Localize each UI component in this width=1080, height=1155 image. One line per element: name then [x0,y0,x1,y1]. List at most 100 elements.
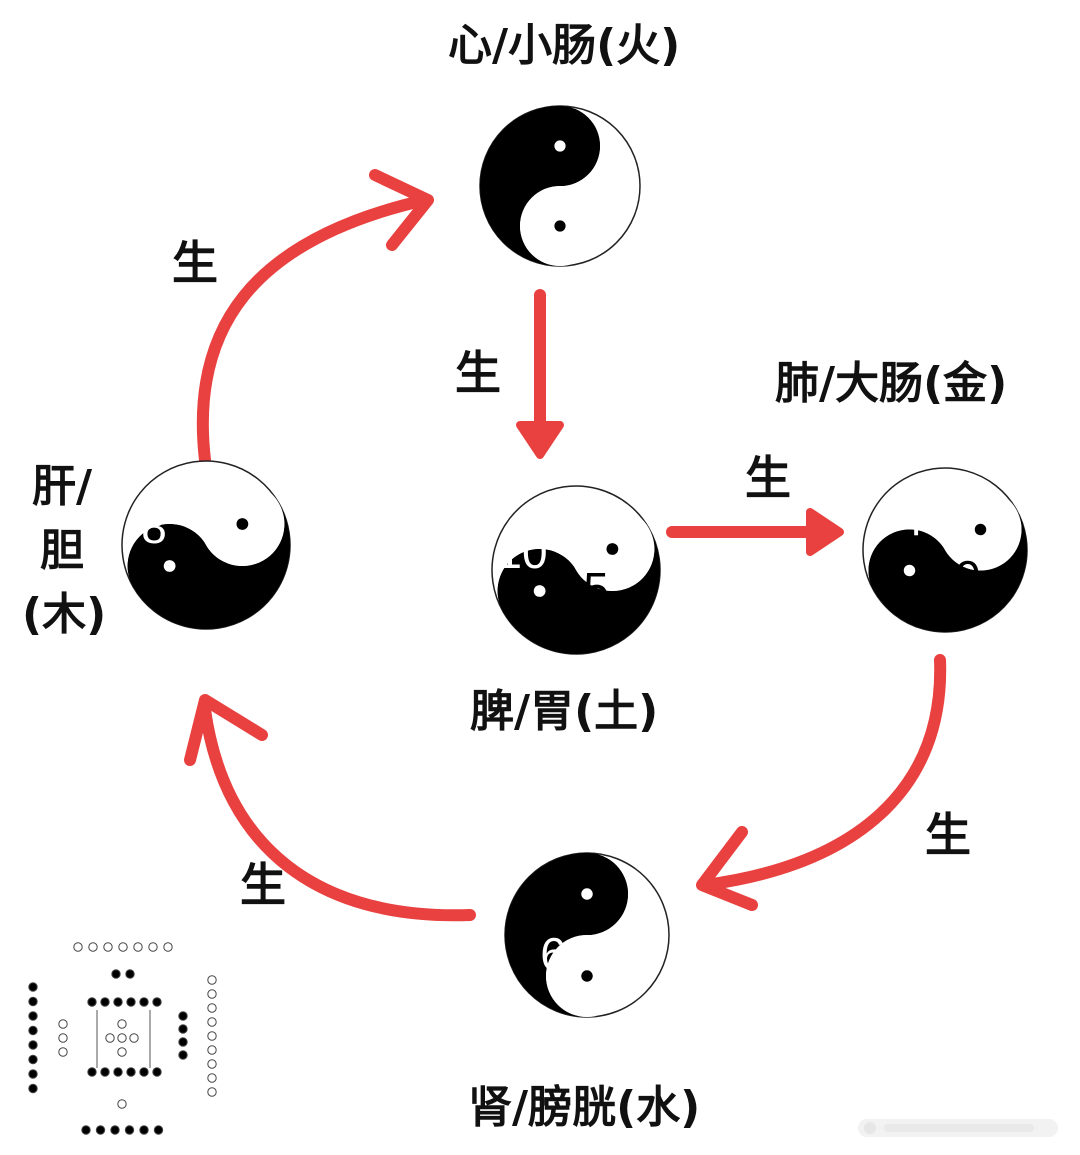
water-yang-number: 1 [588,870,614,922]
metal-taiji-yin-yang-icon [862,467,1028,633]
taiji-yin-eye [606,543,619,555]
hetu-five-dot [129,1033,139,1043]
hetu-ten-dot-bottom [139,1067,149,1077]
hetu-seven-dot [133,942,143,952]
hetu-eight-dot [28,996,38,1007]
water-yin-number: 6 [540,928,566,980]
hetu-ten-dot-bottom [126,1067,136,1077]
hetu-ten-dot-top [100,997,110,1007]
weibo-watermark [858,1119,1058,1137]
hetu-six-dot [139,1125,149,1135]
hetu-eight-dot [28,982,38,992]
hetu-five-dot [117,1047,127,1057]
earth-taiji-yin-yang-icon [491,485,661,655]
hetu-six-dot [153,1125,164,1135]
hetu-six-dot [110,1125,120,1135]
hetu-ten-dot-top [87,997,97,1007]
hetu-eight-dot [28,1083,38,1094]
hetu-two-dot [111,969,121,979]
wood-organ-label-line-2: 胆 [40,524,84,576]
hetu-ten-dot-top [113,997,123,1007]
arrowhead-earth-to-metal [806,508,844,556]
fire-taiji-yin-yang-icon [479,105,641,267]
fire-yang-number: 7 [569,134,595,186]
hetu-seven-dot [163,942,173,952]
hetu-four-dot [178,1037,188,1047]
taiji-yang-eye [163,560,176,572]
hetu-seven-dot [88,942,98,952]
hetu-five-dot [105,1033,115,1043]
arrowhead-water-to-wood [184,694,268,766]
fire-to-earth-relation-label: 生 [455,346,501,400]
hetu-eight-dot [28,1040,38,1050]
hetu-ten-dot-bottom [87,1067,97,1077]
fire-yin-number: 2 [527,188,553,240]
hetu-three-dot [58,1047,68,1057]
hetu-ten-dot-bottom [100,1067,110,1077]
he-tu-dot-diagram-icon [28,942,217,1135]
hetu-one-dot [117,1099,127,1109]
hetu-four-dot [178,1011,188,1021]
taiji-yin-eye [581,970,593,982]
hetu-five-dot [117,1019,127,1029]
hetu-nine-dot [207,1045,217,1055]
arrow-water-to-wood [199,704,476,922]
hetu-nine-dot [207,1031,217,1041]
earth-yin-number: 10 [496,526,547,578]
taiji-yang-eye [581,888,593,900]
taiji-yin-eye [236,518,249,530]
water-organ-label: 肾/膀胱(水) [468,1082,701,1133]
arrowhead-fire-to-earth [516,421,564,459]
wood-taiji-yin-yang-icon [121,460,291,630]
hetu-seven-dot [118,942,128,952]
wood-to-fire-relation-label: 生 [172,236,218,290]
hetu-nine-dot [207,975,217,985]
water-to-wood-relation-label: 生 [240,858,286,912]
hetu-eight-dot [28,1011,38,1021]
hetu-nine-dot [207,1017,217,1027]
water-taiji-yin-yang-icon [504,852,670,1018]
taiji-yang-eye [533,585,546,597]
hetu-eight-dot [28,1069,38,1079]
hetu-eight-dot [28,1054,38,1065]
fire-organ-label: 心/小肠(火) [448,20,681,71]
hetu-two-dot [125,969,135,979]
wood-organ-label: 肝/ 胆 (木) [22,455,107,646]
hetu-five-dot [117,1033,127,1043]
hetu-ten-dot-top [139,997,149,1007]
hetu-ten-dot-top [126,997,136,1007]
taiji-yang-eye [903,564,916,577]
hetu-seven-dot [148,942,158,952]
hetu-ten-dot-bottom [152,1067,162,1077]
hetu-eight-dot [28,1025,38,1036]
hetu-ten-dot-bottom [113,1067,123,1077]
arrowhead-wood-to-fire [369,169,434,251]
hetu-nine-dot [207,989,217,999]
hetu-nine-dot [207,1003,217,1013]
metal-yin-number: 4 [898,493,924,545]
taiji-yin-eye [554,220,566,232]
hetu-three-dot [58,1019,68,1029]
taiji-yang-eye [554,140,566,152]
hetu-nine-dot [207,1059,217,1069]
wood-organ-label-line-3: (木) [22,588,107,640]
hetu-seven-dot [73,942,83,952]
hetu-six-dot [81,1125,91,1135]
hetu-three-dot [58,1033,68,1043]
arrowhead-metal-to-water [696,826,758,911]
wood-yin-number: 8 [141,501,167,553]
metal-yang-number: 9 [955,551,981,603]
hetu-six-dot [95,1125,106,1135]
hetu-nine-dot [207,1087,217,1097]
earth-to-metal-relation-label: 生 [745,451,791,505]
metal-organ-label: 肺/大肠(金) [775,358,1008,409]
earth-organ-label: 脾/胃(土) [470,686,659,737]
wood-yang-number: 3 [224,561,250,613]
hetu-ten-dot-top [152,997,162,1007]
taiji-yin-eye [974,523,987,536]
hetu-seven-dot [103,942,113,952]
earth-yang-number: 5 [583,563,609,615]
hetu-four-dot [178,1050,188,1060]
hetu-four-dot [178,1024,188,1034]
